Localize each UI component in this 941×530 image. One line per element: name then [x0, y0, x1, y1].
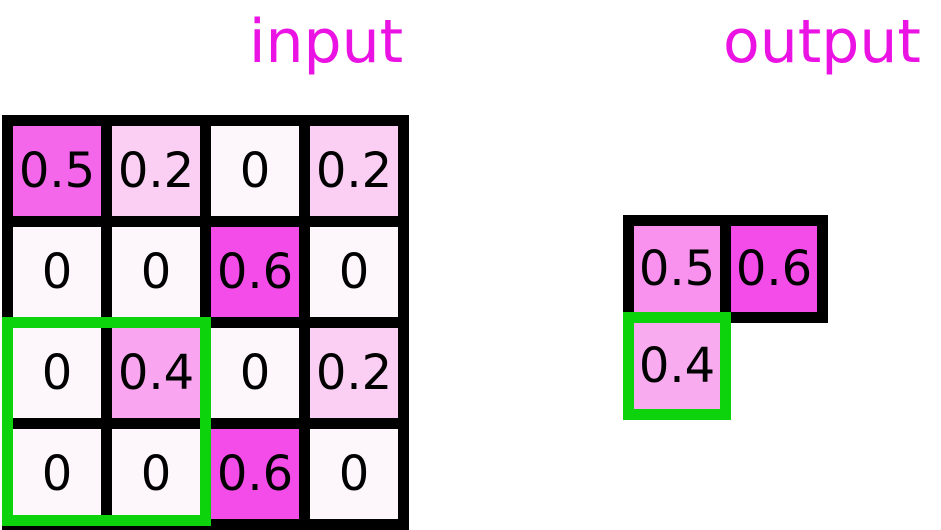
input-cell-r2c4: 0: [310, 227, 398, 317]
input-cell-r2c2: 0: [112, 227, 200, 317]
input-cell-r3c4: 0.2: [310, 328, 398, 418]
output-cell-r1c1: 0.5: [634, 226, 720, 312]
input-cell-r3c2: 0.4: [112, 328, 200, 418]
input-cell-r2c1: 0: [13, 227, 101, 317]
input-cell-r1c2: 0.2: [112, 126, 200, 216]
input-cell-r3c3: 0: [211, 328, 299, 418]
input-cell-r4c3: 0.6: [211, 429, 299, 519]
input-cell-r1c4: 0.2: [310, 126, 398, 216]
input-cell-r1c1: 0.5: [13, 126, 101, 216]
input-grid: 0.5 0.2 0 0.2 0 0 0.6 0 0 0.4 0 0.2 0 0 …: [2, 115, 409, 530]
input-cell-r2c3: 0.6: [211, 227, 299, 317]
output-grid: 0.5 0.6: [623, 215, 828, 323]
input-cell-r4c1: 0: [13, 429, 101, 519]
output-cell-r1c2: 0.6: [731, 226, 817, 312]
input-cell-r3c1: 0: [13, 328, 101, 418]
input-cell-r1c3: 0: [211, 126, 299, 216]
output-cell-highlighted: 0.4: [623, 312, 731, 420]
output-title: output: [723, 7, 921, 77]
input-title: input: [248, 7, 404, 77]
input-cell-r4c2: 0: [112, 429, 200, 519]
input-cell-r4c4: 0: [310, 429, 398, 519]
output-cell-r2c1: 0.4: [634, 323, 720, 409]
